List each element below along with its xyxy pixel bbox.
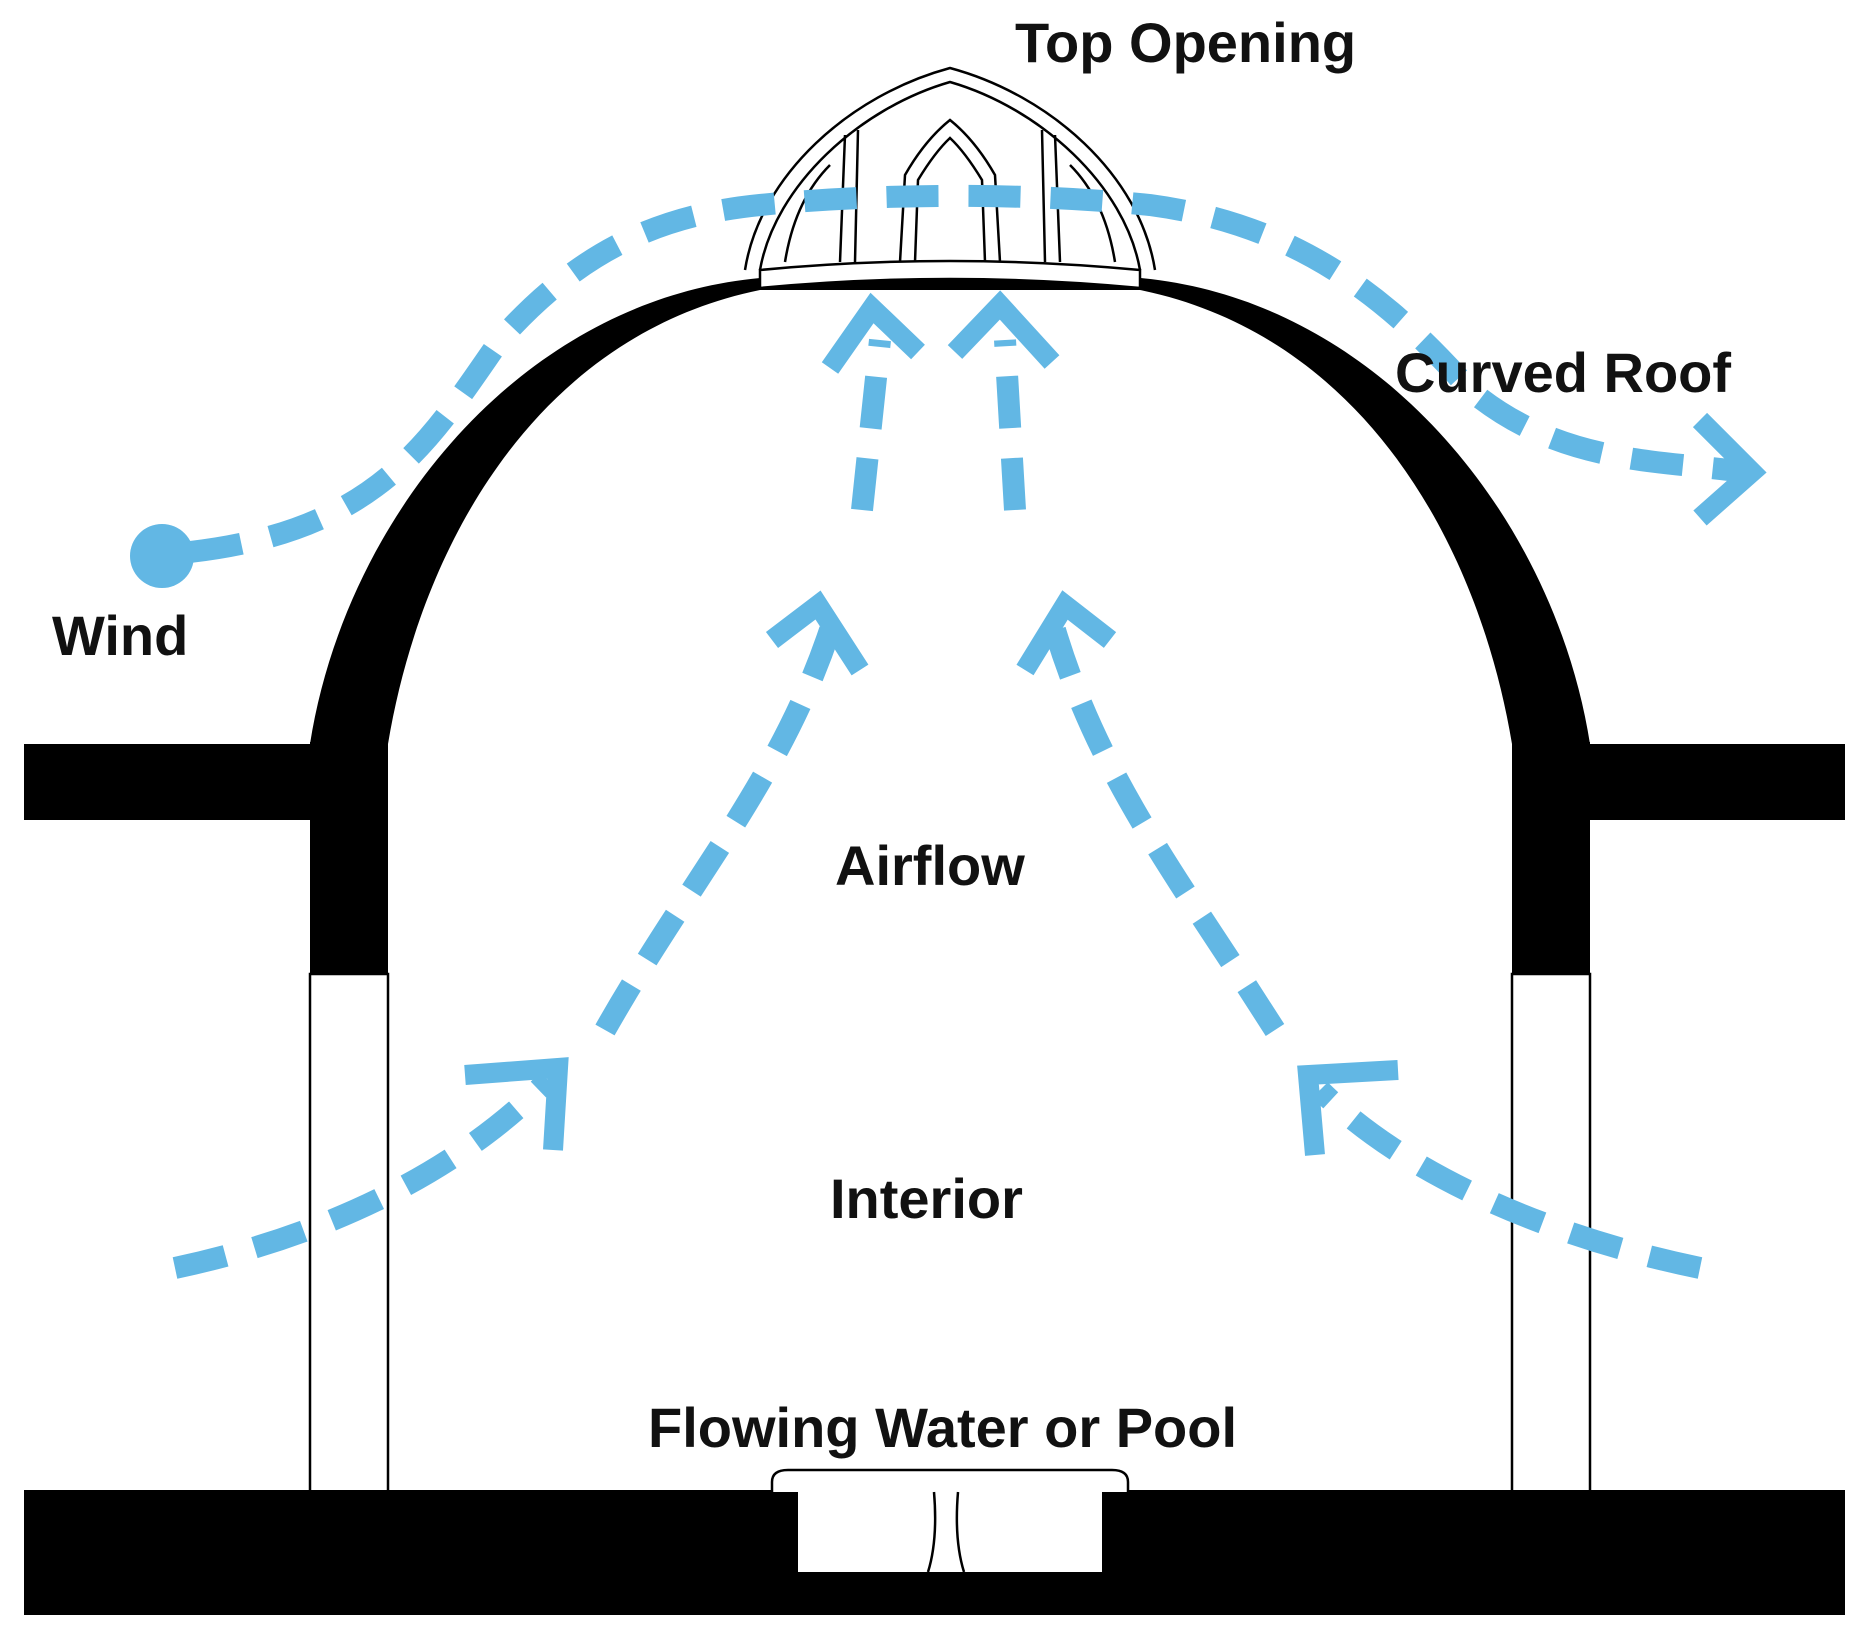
floor-slab: [24, 1490, 1845, 1615]
rising-right-path: [1044, 626, 1285, 1036]
rising-left-path: [595, 626, 841, 1036]
left-roof-slab: [24, 744, 314, 820]
upflow-right-path: [994, 339, 1026, 511]
interior-label: Interior: [830, 1167, 1023, 1230]
lantern-center-arch: [898, 118, 1002, 263]
right-upper-wall: [1512, 742, 1590, 974]
building-structure: [24, 278, 1845, 1615]
left-lower-wall: [308, 972, 390, 1494]
pool-basin: [798, 1492, 1102, 1572]
wind-exit-arrowhead: [1692, 412, 1767, 526]
upflow-right-arrowhead: [947, 290, 1060, 369]
inflow-left-path: [172, 1072, 556, 1279]
pool-fountain: [770, 1468, 1130, 1573]
left-upper-wall: [310, 742, 388, 974]
inflow-left-arrowhead: [464, 1057, 569, 1151]
upflow-left-arrowhead: [821, 292, 925, 374]
inflow-right-arrowhead: [1297, 1060, 1399, 1156]
lantern-inner-dome: [758, 80, 1142, 271]
lantern-base: [758, 259, 1142, 290]
lantern-outer-dome: [743, 66, 1157, 271]
wind-source-dot: [130, 524, 194, 588]
top-opening-lantern: [743, 66, 1157, 290]
inflow-right-path: [1312, 1082, 1703, 1279]
flowing-water-label: Flowing Water or Pool: [648, 1396, 1237, 1459]
wind-over-roof-path: [188, 184, 1747, 563]
lantern-right-arch: [1069, 164, 1117, 263]
airflow-paths: [130, 184, 1767, 1279]
labels: Top Opening Curved Roof Wind Airflow Int…: [52, 11, 1731, 1459]
rising-left-arrowhead: [765, 590, 869, 676]
top-opening-label: Top Opening: [1015, 11, 1356, 74]
curved-roof-label: Curved Roof: [1395, 341, 1731, 404]
right-roof-slab: [1585, 744, 1845, 820]
pool-rim: [770, 1468, 1130, 1492]
fountain-stem: [926, 1491, 966, 1573]
wind-label: Wind: [52, 604, 188, 667]
upflow-left-path: [851, 338, 891, 512]
lantern-center-arch-inner: [913, 136, 987, 263]
lantern-left-arch: [783, 164, 831, 263]
rising-right-arrowhead: [1016, 590, 1117, 676]
airflow-label: Airflow: [835, 834, 1025, 897]
